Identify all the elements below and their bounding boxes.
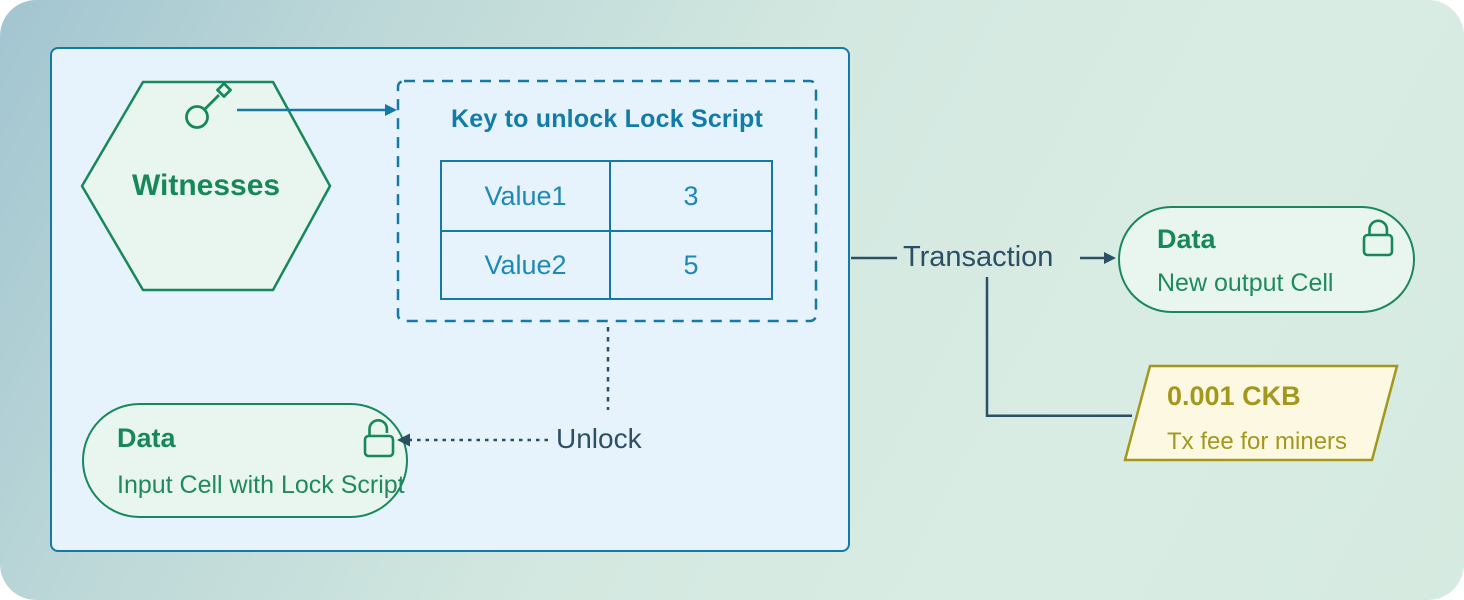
unlock-label: Unlock [556,423,642,454]
output-cell: Data New output Cell [1118,206,1415,313]
key-box-title: Key to unlock Lock Script [450,105,763,133]
table-cell-value: 5 [609,230,771,298]
transaction-arrow [1080,252,1116,264]
table-cell-name: Value1 [484,180,567,211]
input-cell: Data Input Cell with Lock Script [82,403,408,518]
witnesses-label: Witnesses [131,169,281,202]
input-cell-title: Data [117,423,176,453]
table-cell-value: 3 [609,162,771,230]
input-cell-subtitle: Input Cell with Lock Script [117,471,405,499]
fee-amount: 0.001 CKB [1167,381,1301,411]
output-cell-subtitle: New output Cell [1157,269,1334,297]
key-value-table: Value1 3 Value2 5 [440,160,773,300]
transaction-label: Transaction [903,241,1054,273]
table-cell-name: Value2 [442,230,609,298]
fee-connector-line [985,277,1132,417]
output-cell-title: Data [1157,224,1216,254]
fee-subtitle: Tx fee for miners [1167,428,1348,455]
